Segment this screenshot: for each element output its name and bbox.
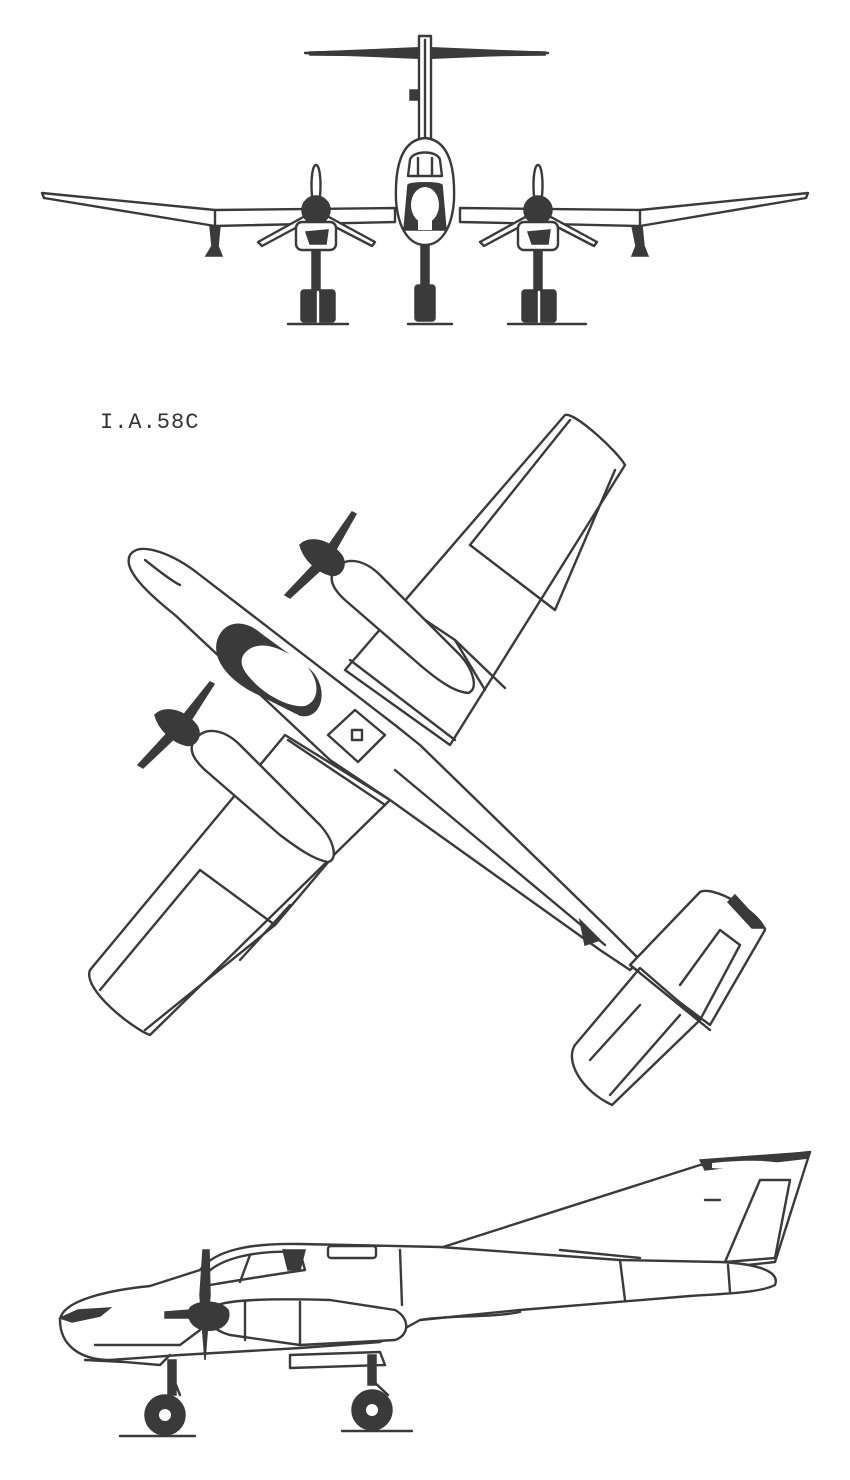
front-view: [0, 0, 850, 340]
front-left-engine: [256, 163, 377, 326]
top-lower-nacelle: [136, 681, 336, 864]
front-wing-pods: [204, 225, 650, 257]
top-upper-nacelle: [283, 511, 476, 695]
top-tailplane: [570, 889, 767, 1107]
side-propeller: [164, 1249, 230, 1361]
side-nose-gear: [118, 1359, 197, 1438]
front-nose-gear: [406, 244, 454, 326]
side-view-drawing: [57, 1150, 812, 1438]
front-wing: [40, 191, 810, 228]
top-lower-wing: [88, 733, 392, 1037]
front-horizontal-tail: [303, 46, 550, 60]
side-main-gear: [340, 1354, 414, 1433]
aircraft-designation-label: I.A.58C: [100, 410, 200, 435]
side-view: [0, 1140, 850, 1480]
side-fuselage: [57, 1242, 777, 1367]
front-right-engine: [478, 163, 599, 326]
top-view-drawing: [88, 413, 767, 1107]
front-view-drawing: [40, 34, 810, 326]
front-fuselage: [394, 136, 456, 247]
front-vertical-fin: [409, 34, 433, 148]
side-vertical-tail: [438, 1150, 812, 1270]
side-engine-nacelle: [207, 1298, 408, 1370]
top-view: [0, 400, 850, 1120]
top-upper-wing: [343, 413, 627, 747]
